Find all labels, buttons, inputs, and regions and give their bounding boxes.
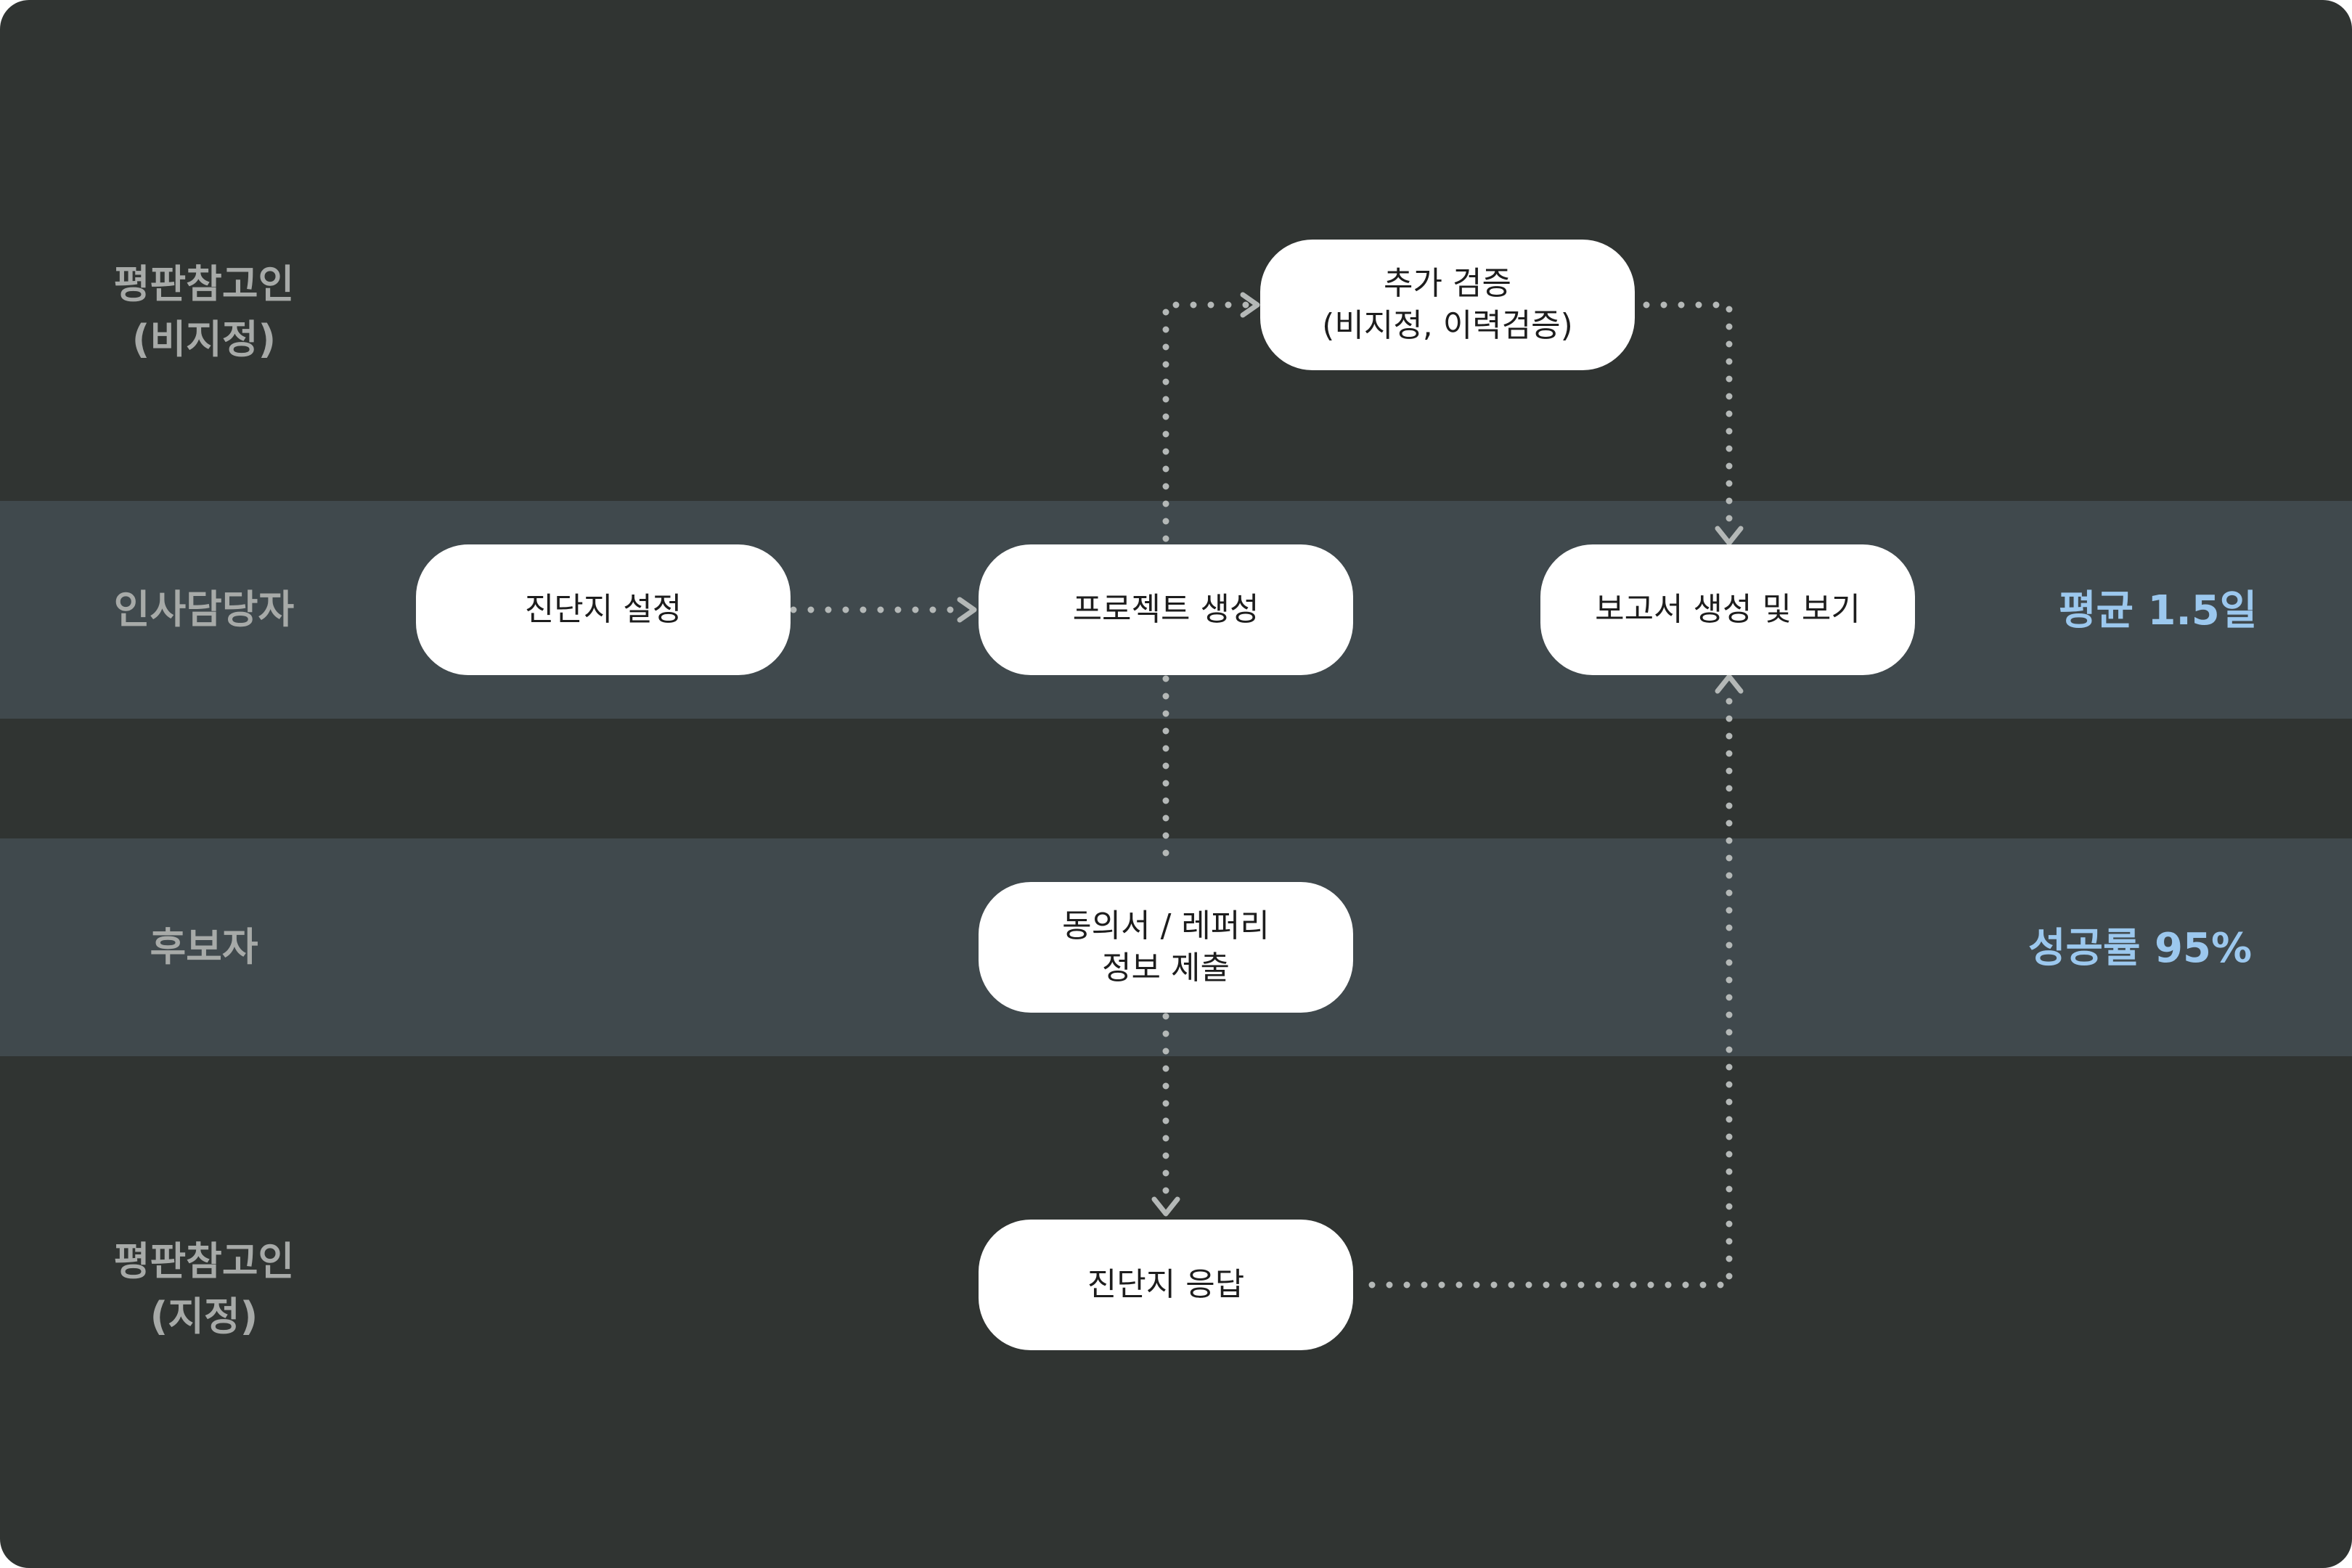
node-project-create: 프로젝트 생성 <box>979 544 1353 675</box>
lane-label-hr-manager: 인사담당자 <box>113 587 295 632</box>
arrowhead-to-respond <box>1151 1196 1180 1217</box>
stat-success-rate: 성공률 95% <box>2028 925 2253 972</box>
connector-verify-to-report <box>1643 301 1733 539</box>
node-additional-verification: 추가 검증 (비지정, 이력검증) <box>1260 240 1635 370</box>
lane-label-reference-named: 평판참고인 (지정) <box>113 1238 295 1339</box>
node-report-view: 보고서 생성 및 보기 <box>1540 544 1915 675</box>
node-survey-setup: 진단지 설정 <box>416 544 791 675</box>
node-survey-response: 진단지 응답 <box>979 1220 1353 1350</box>
lane-label-reference-unnamed: 평판참고인 (비지정) <box>113 261 295 362</box>
connector-project-to-verify <box>1162 301 1251 542</box>
stat-average-duration: 평균 1.5일 <box>2059 587 2258 634</box>
arrowhead-to-report-top <box>1715 526 1744 546</box>
node-consent-submission: 동의서 / 레퍼리 정보 제출 <box>979 882 1353 1013</box>
arrowhead-to-verify <box>1240 292 1260 318</box>
arrowhead-to-report-bottom <box>1715 674 1744 694</box>
lane-label-candidate: 후보자 <box>150 924 258 970</box>
connector-respond-to-report <box>1368 680 1733 1289</box>
arrowhead-to-project <box>957 597 977 623</box>
